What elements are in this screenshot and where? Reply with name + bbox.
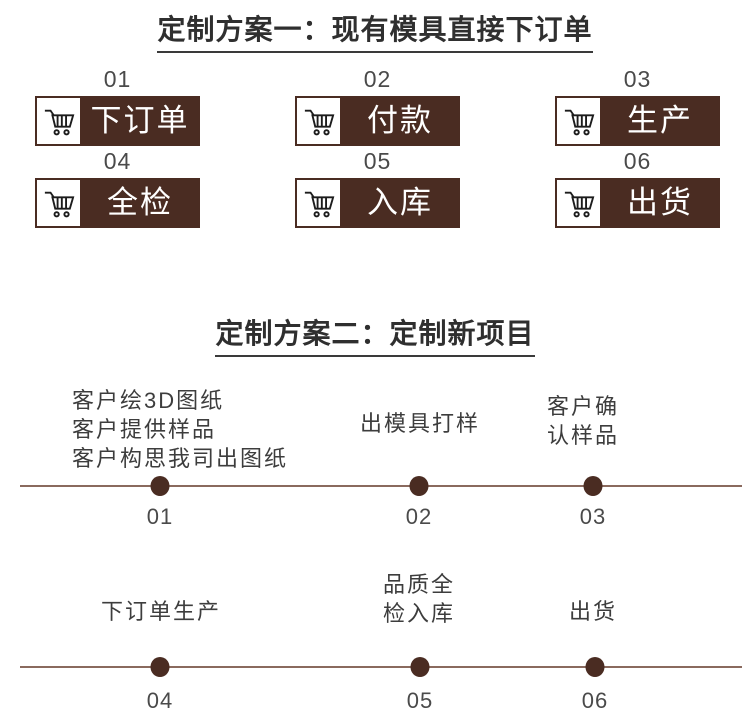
plan2-step-4-text: 下订单生产: [100, 599, 222, 624]
step-badge: 生产: [555, 96, 720, 146]
step-label: 入库: [367, 184, 433, 220]
step-label: 下订单: [90, 102, 190, 138]
plan2-title: 定制方案二：定制新项目: [0, 312, 750, 357]
step-badge: 入库: [295, 178, 460, 228]
plan1-step-6: 06 出货: [555, 144, 720, 228]
step-number: 04: [103, 148, 132, 174]
cart-icon: [37, 98, 82, 144]
timeline-dot-06: [585, 657, 605, 677]
plan2-step-2-text: 出模具打样: [359, 411, 481, 436]
step-badge: 下订单: [35, 96, 200, 146]
timeline-dot-04: [150, 657, 170, 677]
step-label: 付款: [367, 102, 433, 138]
cart-icon: [557, 98, 602, 144]
plan1-step-4: 04 全检: [35, 144, 200, 228]
plan1-step-2: 02 付款: [295, 62, 460, 146]
step-label: 全检: [107, 184, 173, 220]
timeline-number: 06: [581, 688, 609, 713]
timeline-number: 05: [406, 688, 434, 713]
step-number: 03: [623, 66, 652, 92]
step-badge: 出货: [555, 178, 720, 228]
timeline-line: [20, 485, 742, 487]
step-number: 02: [363, 66, 392, 92]
timeline-number: 04: [146, 688, 174, 713]
step-number: 01: [103, 66, 132, 92]
cart-icon: [557, 180, 602, 226]
timeline-line: [20, 666, 742, 668]
timeline-number: 01: [146, 504, 174, 529]
timeline-number: 02: [405, 504, 433, 529]
timeline-dot-01: [150, 476, 170, 496]
cart-icon: [297, 98, 342, 144]
plan1-step-5: 05 入库: [295, 144, 460, 228]
step-label: 生产: [627, 102, 693, 138]
plan1-title: 定制方案一：现有模具直接下订单: [0, 8, 750, 53]
step-label: 出货: [627, 184, 693, 220]
plan2-title-text: 定制方案二：定制新项目: [215, 312, 535, 357]
cart-icon: [37, 180, 82, 226]
timeline-number: 03: [579, 504, 607, 529]
step-number: 06: [623, 148, 652, 174]
plan2-step-1-text: 客户绘3D图纸 客户提供样品 客户构思我司出图纸: [72, 388, 289, 471]
cart-icon: [297, 180, 342, 226]
timeline-dot-05: [410, 657, 430, 677]
timeline-dot-03: [583, 476, 603, 496]
plan2-step-5-text: 品质全 检入库: [382, 572, 456, 626]
plan2-step-6-text: 出货: [568, 599, 618, 624]
plan1-step-1: 01 下订单: [35, 62, 200, 146]
plan1-title-text: 定制方案一：现有模具直接下订单: [157, 8, 593, 53]
step-number: 05: [363, 148, 392, 174]
step-badge: 全检: [35, 178, 200, 228]
plan2-step-3-text: 客户确 认样品: [546, 394, 620, 448]
plan1-step-3: 03 生产: [555, 62, 720, 146]
step-badge: 付款: [295, 96, 460, 146]
timeline-dot-02: [409, 476, 429, 496]
